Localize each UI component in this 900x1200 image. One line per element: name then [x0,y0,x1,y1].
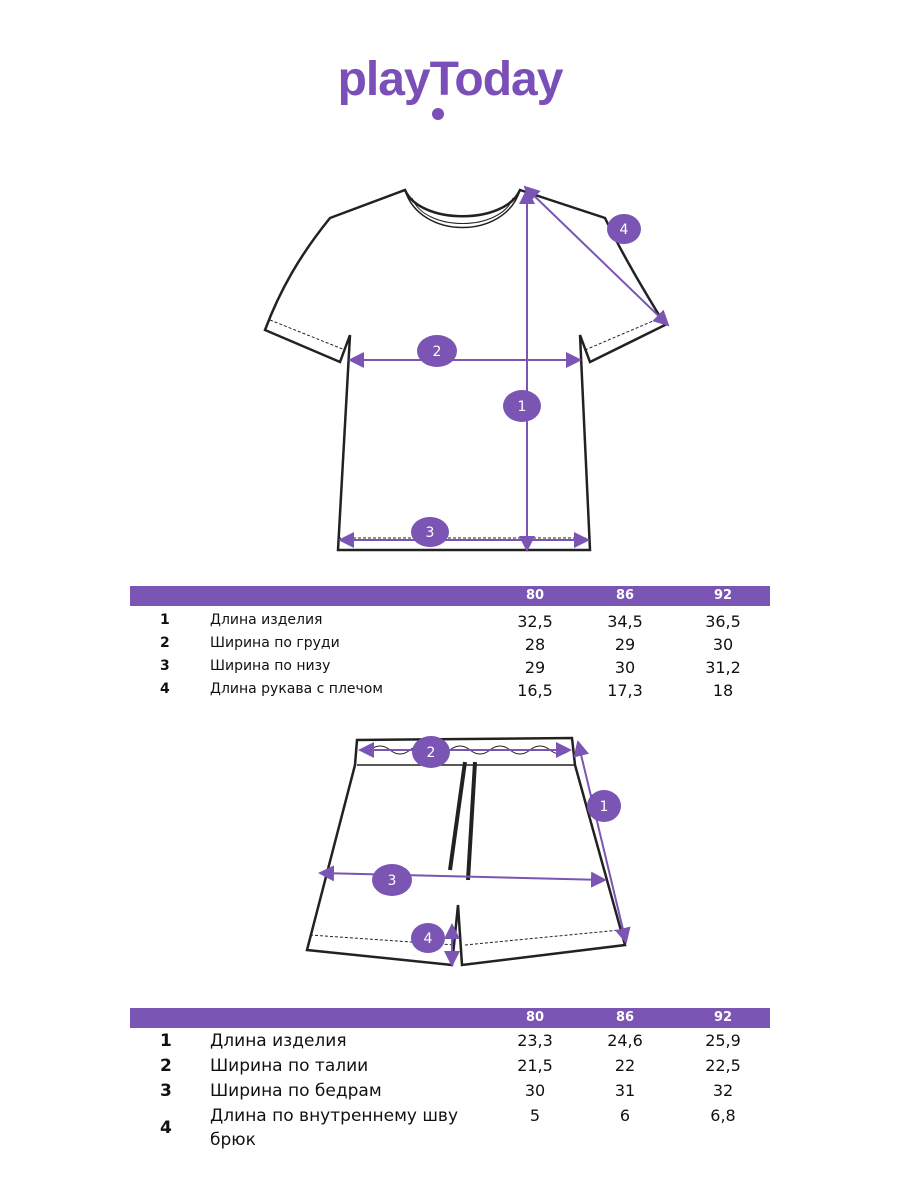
size-header: 80 [525,1010,545,1025]
size-header: 92 [713,588,733,603]
tshirt-size-table: 80 86 92 1 Длина изделия 32,5 34,5 36,5 … [130,586,770,702]
size-header: 86 [615,1010,635,1025]
shorts-measure-lines [318,740,631,967]
cell: 6 [619,1106,631,1125]
shorts-marker-3: 3 [388,873,397,889]
cell: 22 [614,1056,636,1075]
cell: 22,5 [705,1056,741,1075]
table-row: 1 Длина изделия 23,3 24,6 25,9 [130,1029,770,1054]
cell: 34,5 [607,612,643,631]
cell: 17,3 [607,681,643,700]
row-label: Длина по внутреннему шву брюк [210,1106,459,1150]
shorts-drawing [305,736,627,967]
row-label: Длина изделия [210,1031,347,1051]
cell: 18 [712,681,734,700]
shorts-marker-1: 1 [600,799,609,815]
cell: 36,5 [705,612,741,631]
cell: 30 [614,658,636,677]
cell: 21,5 [517,1056,553,1075]
row-label: Ширина по груди [210,635,340,651]
tshirt-marker-3: 3 [426,525,435,541]
row-label: Ширина по талии [210,1056,369,1076]
cell: 30 [712,635,734,654]
tshirt-marker-1: 1 [518,399,527,415]
row-label: Длина изделия [210,612,323,628]
cell: 28 [524,635,546,654]
size-header: 80 [525,588,545,603]
table-row: 3 Ширина по низу 29 30 31,2 [130,656,770,679]
row-number: 4 [160,1118,172,1138]
row-number: 3 [160,1081,172,1101]
table-row: 3 Ширина по бедрам 30 31 32 [130,1079,770,1104]
cell: 25,9 [705,1031,741,1050]
table-row: 2 Ширина по талии 21,5 22 22,5 [130,1054,770,1079]
cell: 5 [529,1106,541,1125]
tshirt-marker-4: 4 [620,222,629,238]
size-header: 86 [615,588,635,603]
tshirt-drawing [263,188,667,552]
shorts-marker-2: 2 [427,745,436,761]
cell: 16,5 [517,681,553,700]
row-number: 3 [160,658,170,674]
cell: 31 [614,1081,636,1100]
tshirt-markers [411,214,641,547]
cell: 31,2 [705,658,741,677]
row-number: 2 [160,635,170,651]
table-row: 2 Ширина по груди 28 29 30 [130,633,770,656]
shorts-marker-4: 4 [424,931,433,947]
row-number: 4 [160,681,170,697]
row-label: Ширина по низу [210,658,331,674]
shorts-size-table: 80 86 92 1 Длина изделия 23,3 24,6 25,9 … [130,1008,770,1154]
cell: 30 [524,1081,546,1100]
logo-dot [432,108,444,120]
cell: 23,3 [517,1031,553,1050]
table-row: 4 Длина по внутреннему шву брюк 5 6 6,8 [130,1104,770,1154]
cell: 29 [614,635,636,654]
tshirt-marker-2: 2 [433,344,442,360]
cell: 6,8 [710,1106,736,1125]
row-number: 1 [160,1031,172,1051]
size-header: 92 [713,1010,733,1025]
row-label: Длина рукава с плечом [210,681,383,697]
cell: 24,6 [607,1031,643,1050]
row-number: 2 [160,1056,172,1076]
cell: 32 [712,1081,734,1100]
cell: 32,5 [517,612,553,631]
brand-logo: playToday [337,53,564,106]
table-header: 80 86 92 [130,586,770,606]
tshirt-measure-lines [338,185,670,552]
table-row: 1 Длина изделия 32,5 34,5 36,5 [130,610,770,633]
row-number: 1 [160,612,170,628]
cell: 29 [524,658,546,677]
table-header: 80 86 92 [130,1008,770,1028]
shorts-markers [372,736,621,953]
table-row: 4 Длина рукава с плечом 16,5 17,3 18 [130,679,770,702]
row-label: Ширина по бедрам [210,1081,382,1101]
